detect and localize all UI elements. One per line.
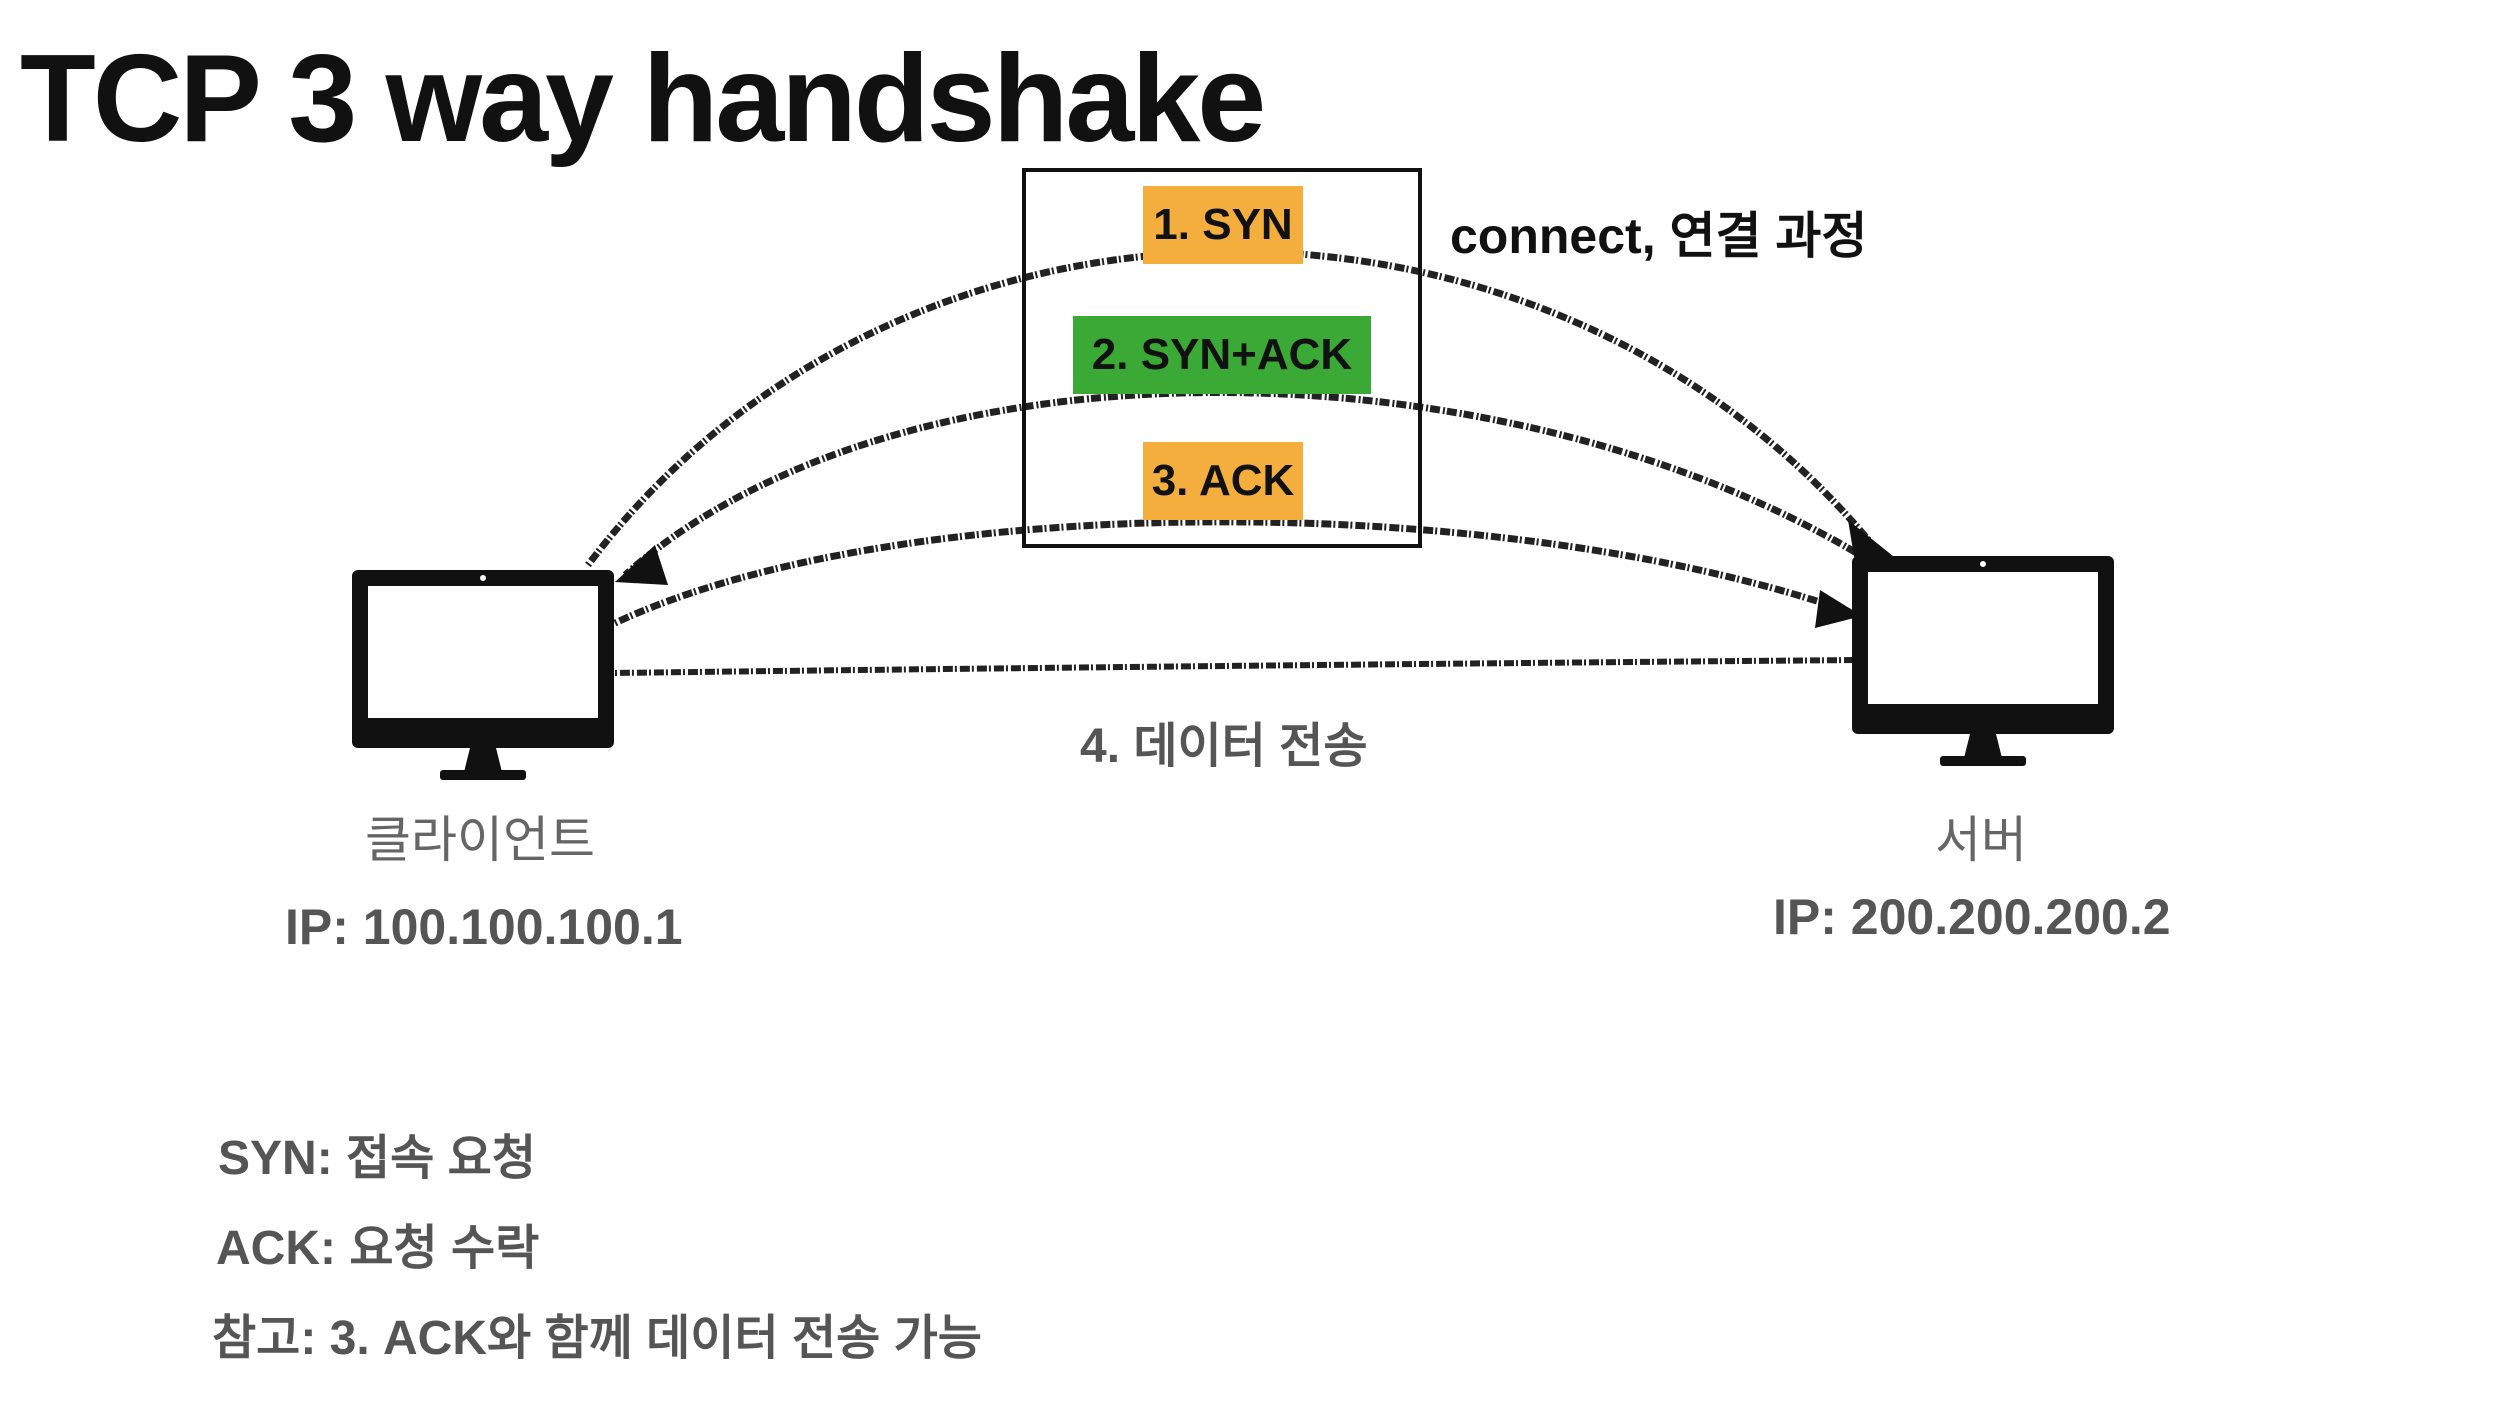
client-label: 클라이언트 (365, 811, 595, 869)
syn-ack-arrowhead (615, 545, 668, 585)
data-transfer-label: 4. 데이터 전송 (1080, 720, 1368, 773)
server-label: 서버 (1935, 811, 2027, 869)
syn-label: 1. SYN (1143, 186, 1303, 264)
note-ack: ACK: 요청 수락 (216, 1222, 540, 1275)
connect-label: connect, 연결 과정 (1450, 208, 1868, 264)
data-transfer-line (614, 657, 1861, 676)
ack-label: 3. ACK (1143, 442, 1303, 520)
client-ip: IP: 100.100.100.1 (285, 899, 683, 955)
page-title: TCP 3 way handshake (20, 30, 1266, 168)
server-ip: IP: 200.200.200.2 (1773, 889, 2171, 945)
server-computer-icon (1852, 556, 2114, 766)
note-syn: SYN: 접속 요청 (218, 1132, 536, 1185)
ack-arrow (613, 518, 1852, 627)
ack-arrowhead (1815, 590, 1862, 628)
note-reference: 참고: 3. ACK와 함께 데이터 전송 가능 (212, 1312, 982, 1365)
syn-ack-label: 2. SYN+ACK (1073, 316, 1371, 394)
client-computer-icon (352, 570, 614, 780)
handshake-box (1022, 168, 1422, 548)
